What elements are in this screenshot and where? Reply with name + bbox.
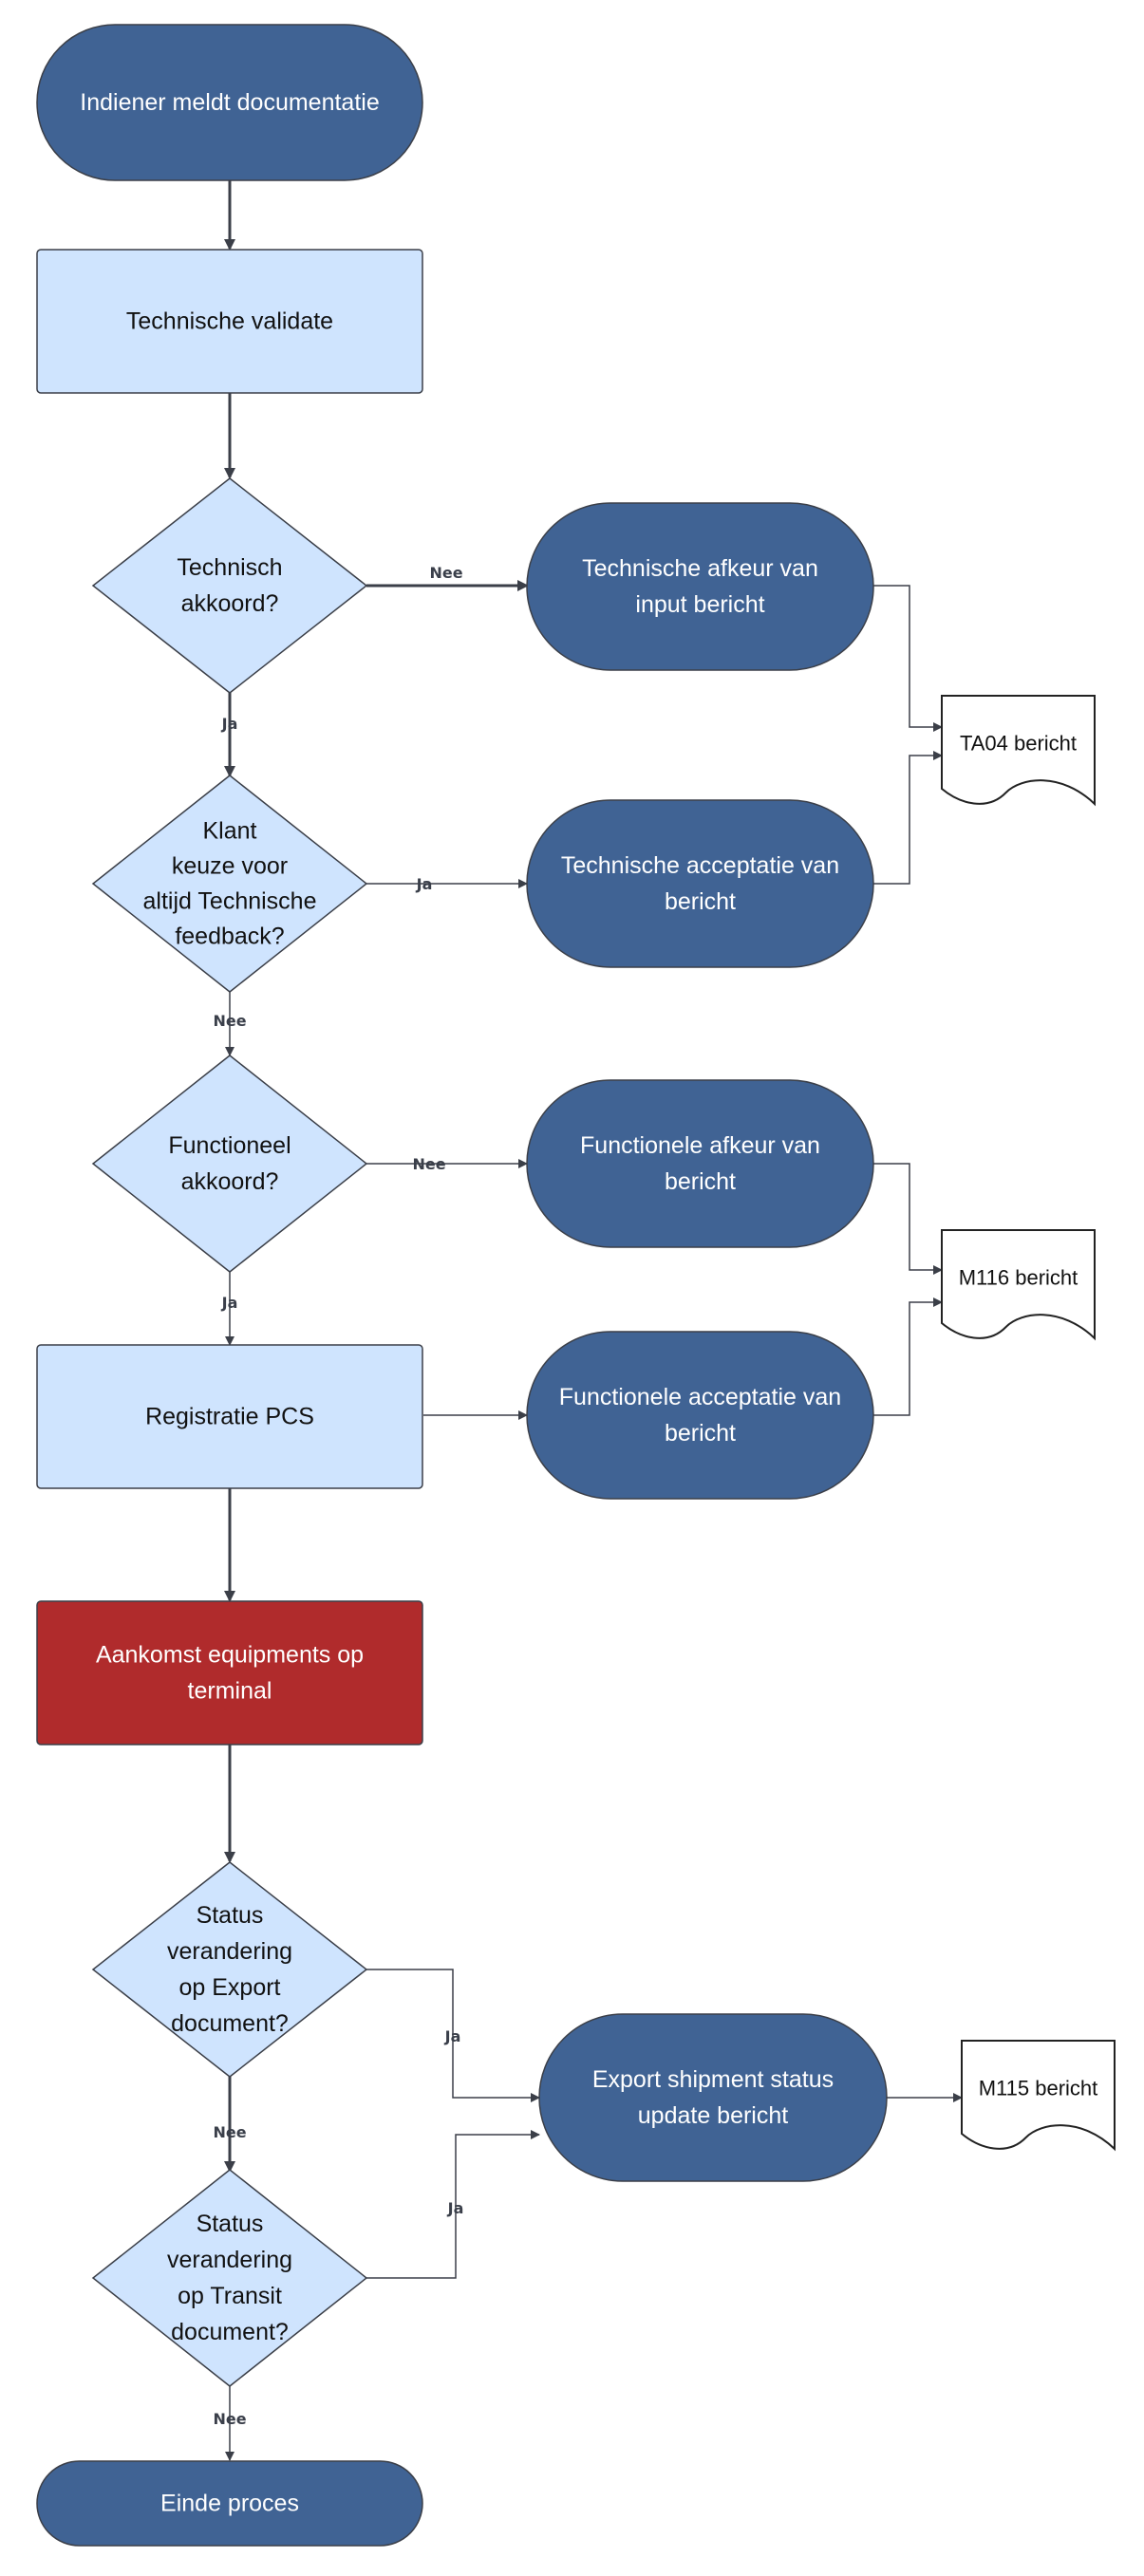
tech-accept-label-line-2: bericht bbox=[665, 888, 736, 915]
client-choice-label-line-4: feedback? bbox=[175, 924, 284, 950]
func-reject-label-line-2: bericht bbox=[665, 1168, 736, 1195]
reg-pcs-shape bbox=[36, 1344, 423, 1489]
edge-labels: Nee Ja Ja Nee Nee Ja Ja Nee Ja Nee bbox=[213, 564, 463, 2428]
tech-accept-shape bbox=[526, 799, 874, 968]
client-choice-label-line-1: Klant bbox=[203, 818, 257, 845]
export-update-label-line-2: update bericht bbox=[638, 2102, 789, 2129]
status-export-label-line-3: op Export bbox=[178, 1974, 280, 2001]
node-ta04: TA04 bericht bbox=[941, 695, 1096, 807]
edge-func-accept-to-m116 bbox=[873, 1297, 943, 1416]
arrival-label-line-1: Aankomst equipments op bbox=[96, 1642, 364, 1669]
end-label-line-1: Einde proces bbox=[160, 2491, 299, 2517]
tech-ok-label-line-1: Technisch bbox=[177, 554, 282, 581]
m115-label-line-1: M115 bericht bbox=[979, 2077, 1098, 2100]
edge-label-ja-func: Ja bbox=[221, 1294, 238, 1312]
node-status-export: Status verandering op Export document? bbox=[91, 1861, 368, 2078]
arrival-label-line-2: terminal bbox=[188, 1678, 272, 1705]
arrival-shape bbox=[36, 1600, 423, 1745]
edge-label-nee-transit: Nee bbox=[213, 2410, 246, 2428]
client-choice-label-line-2: keuze voor bbox=[172, 853, 288, 880]
status-transit-label-line-3: op Transit bbox=[178, 2283, 282, 2309]
node-arrival: Aankomst equipments op terminal bbox=[36, 1600, 423, 1745]
func-reject-shape bbox=[526, 1079, 874, 1248]
status-export-shape bbox=[91, 1861, 368, 2078]
status-transit-label-line-2: verandering bbox=[167, 2247, 292, 2273]
node-func-ok: Functioneel akkoord? bbox=[91, 1055, 368, 1273]
node-end: Einde proces bbox=[36, 2460, 423, 2547]
status-transit-label-line-1: Status bbox=[197, 2211, 264, 2237]
edge-label-ja-client: Ja bbox=[416, 875, 433, 893]
tech-validate-shape bbox=[36, 249, 423, 394]
edges bbox=[224, 180, 963, 2461]
start-shape bbox=[36, 24, 423, 181]
node-m116: M116 bericht bbox=[941, 1229, 1096, 1341]
func-accept-shape bbox=[526, 1331, 874, 1500]
client-choice-shape bbox=[91, 775, 368, 993]
m116-label-line-1: M116 bericht bbox=[959, 1266, 1078, 1290]
node-export-update: Export shipment status update bericht bbox=[538, 2013, 888, 2182]
node-tech-accept: Technische acceptatie van bericht bbox=[526, 799, 874, 968]
node-status-transit: Status verandering op Transit document? bbox=[91, 2169, 368, 2387]
m116-document-shape bbox=[941, 1229, 1096, 1341]
node-reg-pcs: Registratie PCS bbox=[36, 1344, 423, 1489]
reg-pcs-label-line-1: Registratie PCS bbox=[145, 1404, 314, 1430]
tech-reject-shape bbox=[526, 502, 874, 671]
node-tech-ok: Technisch akkoord? bbox=[91, 477, 368, 694]
edge-label-ja-tech: Ja bbox=[221, 715, 238, 733]
edge-label-nee-tech: Nee bbox=[429, 564, 462, 582]
tech-accept-label-line-1: Technische acceptatie van bbox=[561, 852, 839, 879]
edge-label-nee-func: Nee bbox=[412, 1155, 445, 1173]
node-tech-validate: Technische validate bbox=[36, 249, 423, 394]
export-update-shape bbox=[538, 2013, 888, 2182]
func-accept-label-line-2: bericht bbox=[665, 1420, 736, 1447]
func-reject-label-line-1: Functionele afkeur van bbox=[580, 1132, 820, 1159]
edge-tech-reject-to-ta04 bbox=[873, 585, 943, 732]
edge-label-nee-client: Nee bbox=[213, 1012, 246, 1030]
status-export-label-line-1: Status bbox=[197, 1902, 264, 1929]
status-transit-shape bbox=[91, 2169, 368, 2387]
tech-validate-label-line-1: Technische validate bbox=[126, 308, 333, 335]
start-label-line-1: Indiener meldt documentatie bbox=[80, 89, 379, 116]
tech-reject-label-line-2: input bericht bbox=[635, 591, 764, 618]
m115-document-shape bbox=[961, 2040, 1116, 2152]
end-shape bbox=[36, 2460, 423, 2547]
tech-ok-label-line-2: akkoord? bbox=[181, 590, 279, 617]
node-client-choice: Klant keuze voor altijd Technische feedback… bbox=[91, 775, 368, 993]
tech-reject-label-line-1: Technische afkeur van bbox=[582, 555, 818, 582]
edge-func-reject-to-m116 bbox=[873, 1163, 943, 1275]
func-ok-shape bbox=[91, 1055, 368, 1273]
func-accept-label-line-1: Functionele acceptatie van bbox=[559, 1384, 841, 1410]
func-ok-label-line-1: Functioneel bbox=[168, 1132, 291, 1159]
node-start: Indiener meldt documentatie bbox=[36, 24, 423, 181]
status-export-label-line-4: document? bbox=[171, 2010, 289, 2037]
edge-status-transit-to-export-update bbox=[366, 2130, 540, 2279]
export-update-label-line-1: Export shipment status bbox=[592, 2066, 834, 2093]
node-tech-reject: Technische afkeur van input bericht bbox=[526, 502, 874, 671]
status-export-label-line-2: verandering bbox=[167, 1938, 292, 1965]
node-func-accept: Functionele acceptatie van bericht bbox=[526, 1331, 874, 1500]
edge-tech-accept-to-ta04 bbox=[873, 751, 943, 885]
tech-ok-shape bbox=[91, 477, 368, 694]
func-ok-label-line-2: akkoord? bbox=[181, 1168, 279, 1195]
edge-status-export-to-export-update bbox=[366, 1969, 540, 2102]
edge-label-ja-export: Ja bbox=[444, 2027, 461, 2045]
edge-label-nee-export: Nee bbox=[213, 2123, 246, 2141]
status-transit-label-line-4: document? bbox=[171, 2319, 289, 2345]
edge-label-ja-transit: Ja bbox=[447, 2199, 464, 2217]
node-m115: M115 bericht bbox=[961, 2040, 1116, 2152]
node-func-reject: Functionele afkeur van bericht bbox=[526, 1079, 874, 1248]
ta04-label-line-1: TA04 bericht bbox=[960, 732, 1077, 756]
ta04-document-shape bbox=[941, 695, 1096, 807]
client-choice-label-line-3: altijd Technische bbox=[143, 888, 317, 915]
